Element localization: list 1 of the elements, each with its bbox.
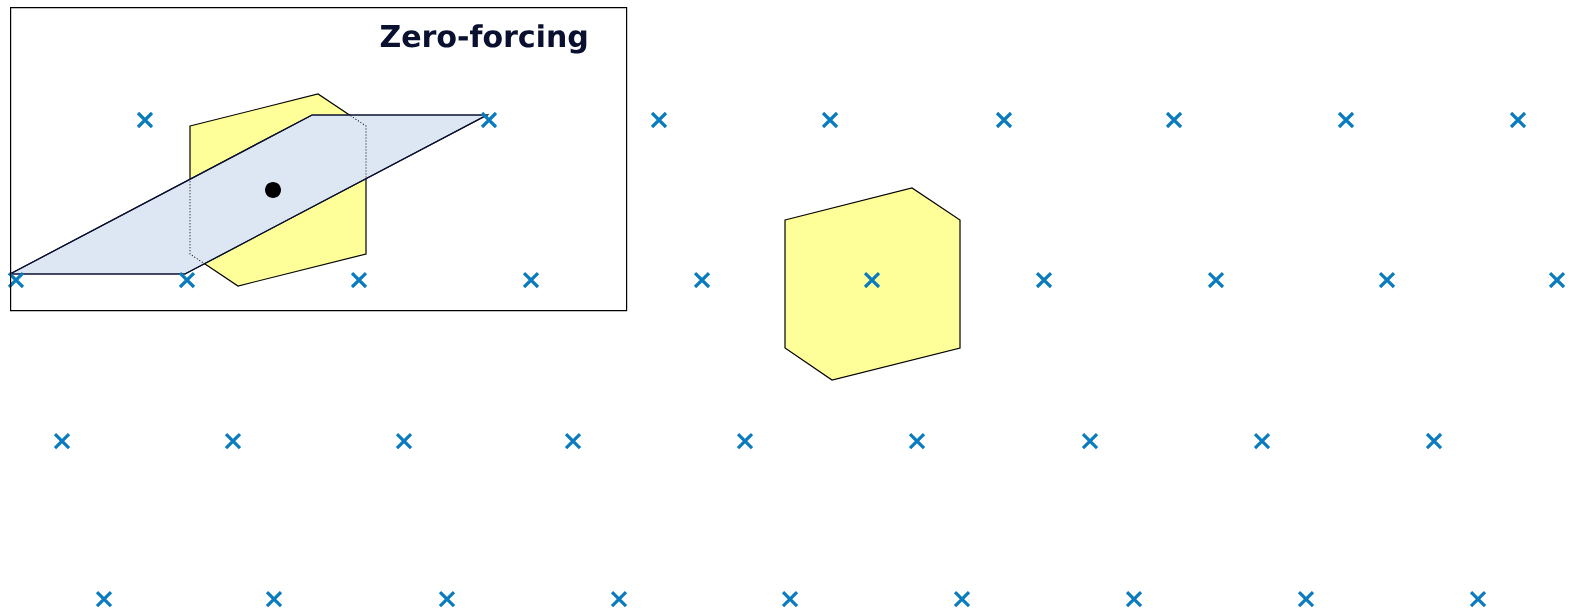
- titled-box: Zero-forcing: [10, 7, 628, 312]
